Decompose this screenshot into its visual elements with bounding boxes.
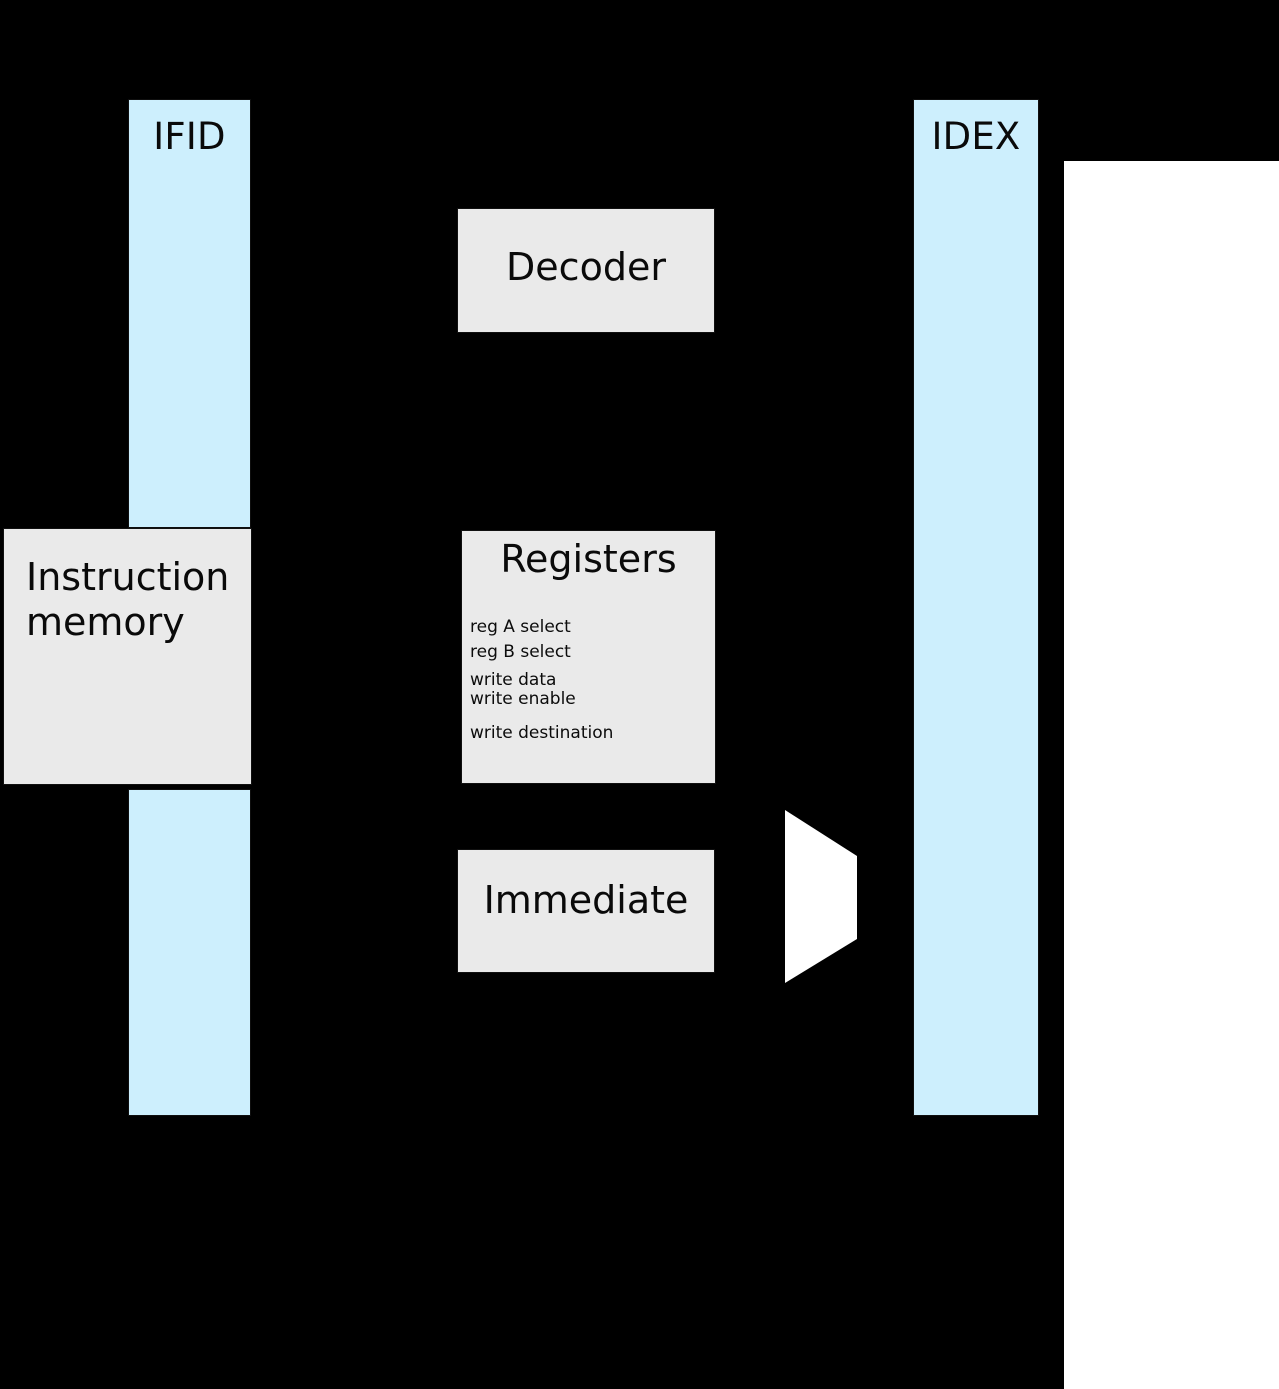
unit-immediate-label: Immediate [483,878,689,922]
unit-decoder-label: Decoder [506,245,666,289]
register-port-reg-a-select: reg A select [470,617,571,637]
register-port-write-data: write data [470,670,557,690]
pipeline-register-ifid-lower[interactable] [128,789,251,1116]
unit-decoder[interactable]: Decoder [457,208,715,333]
register-port-write-destination: write destination [470,723,614,743]
unit-registers[interactable]: Registers reg A select reg B select writ… [461,530,716,784]
unit-immediate[interactable]: Immediate [457,849,715,973]
right-white-panel [1064,161,1279,1389]
unit-instruction-memory-line1: Instruction [26,555,230,599]
unit-instruction-memory-line2: memory [26,599,185,644]
register-port-reg-b-select: reg B select [470,642,571,662]
multiplexer[interactable] [784,809,860,984]
pipeline-register-ifid[interactable]: IFID [128,99,251,528]
pipeline-register-idex-label: IDEX [931,115,1021,158]
multiplexer-shape [785,810,857,983]
register-port-write-enable: write enable [470,689,576,709]
pipeline-register-idex[interactable]: IDEX [913,99,1039,1116]
pipeline-register-ifid-label: IFID [153,115,226,158]
unit-instruction-memory-label: Instruction memory [4,555,251,645]
unit-registers-label: Registers [500,537,677,581]
unit-instruction-memory[interactable]: Instruction memory [3,528,252,785]
